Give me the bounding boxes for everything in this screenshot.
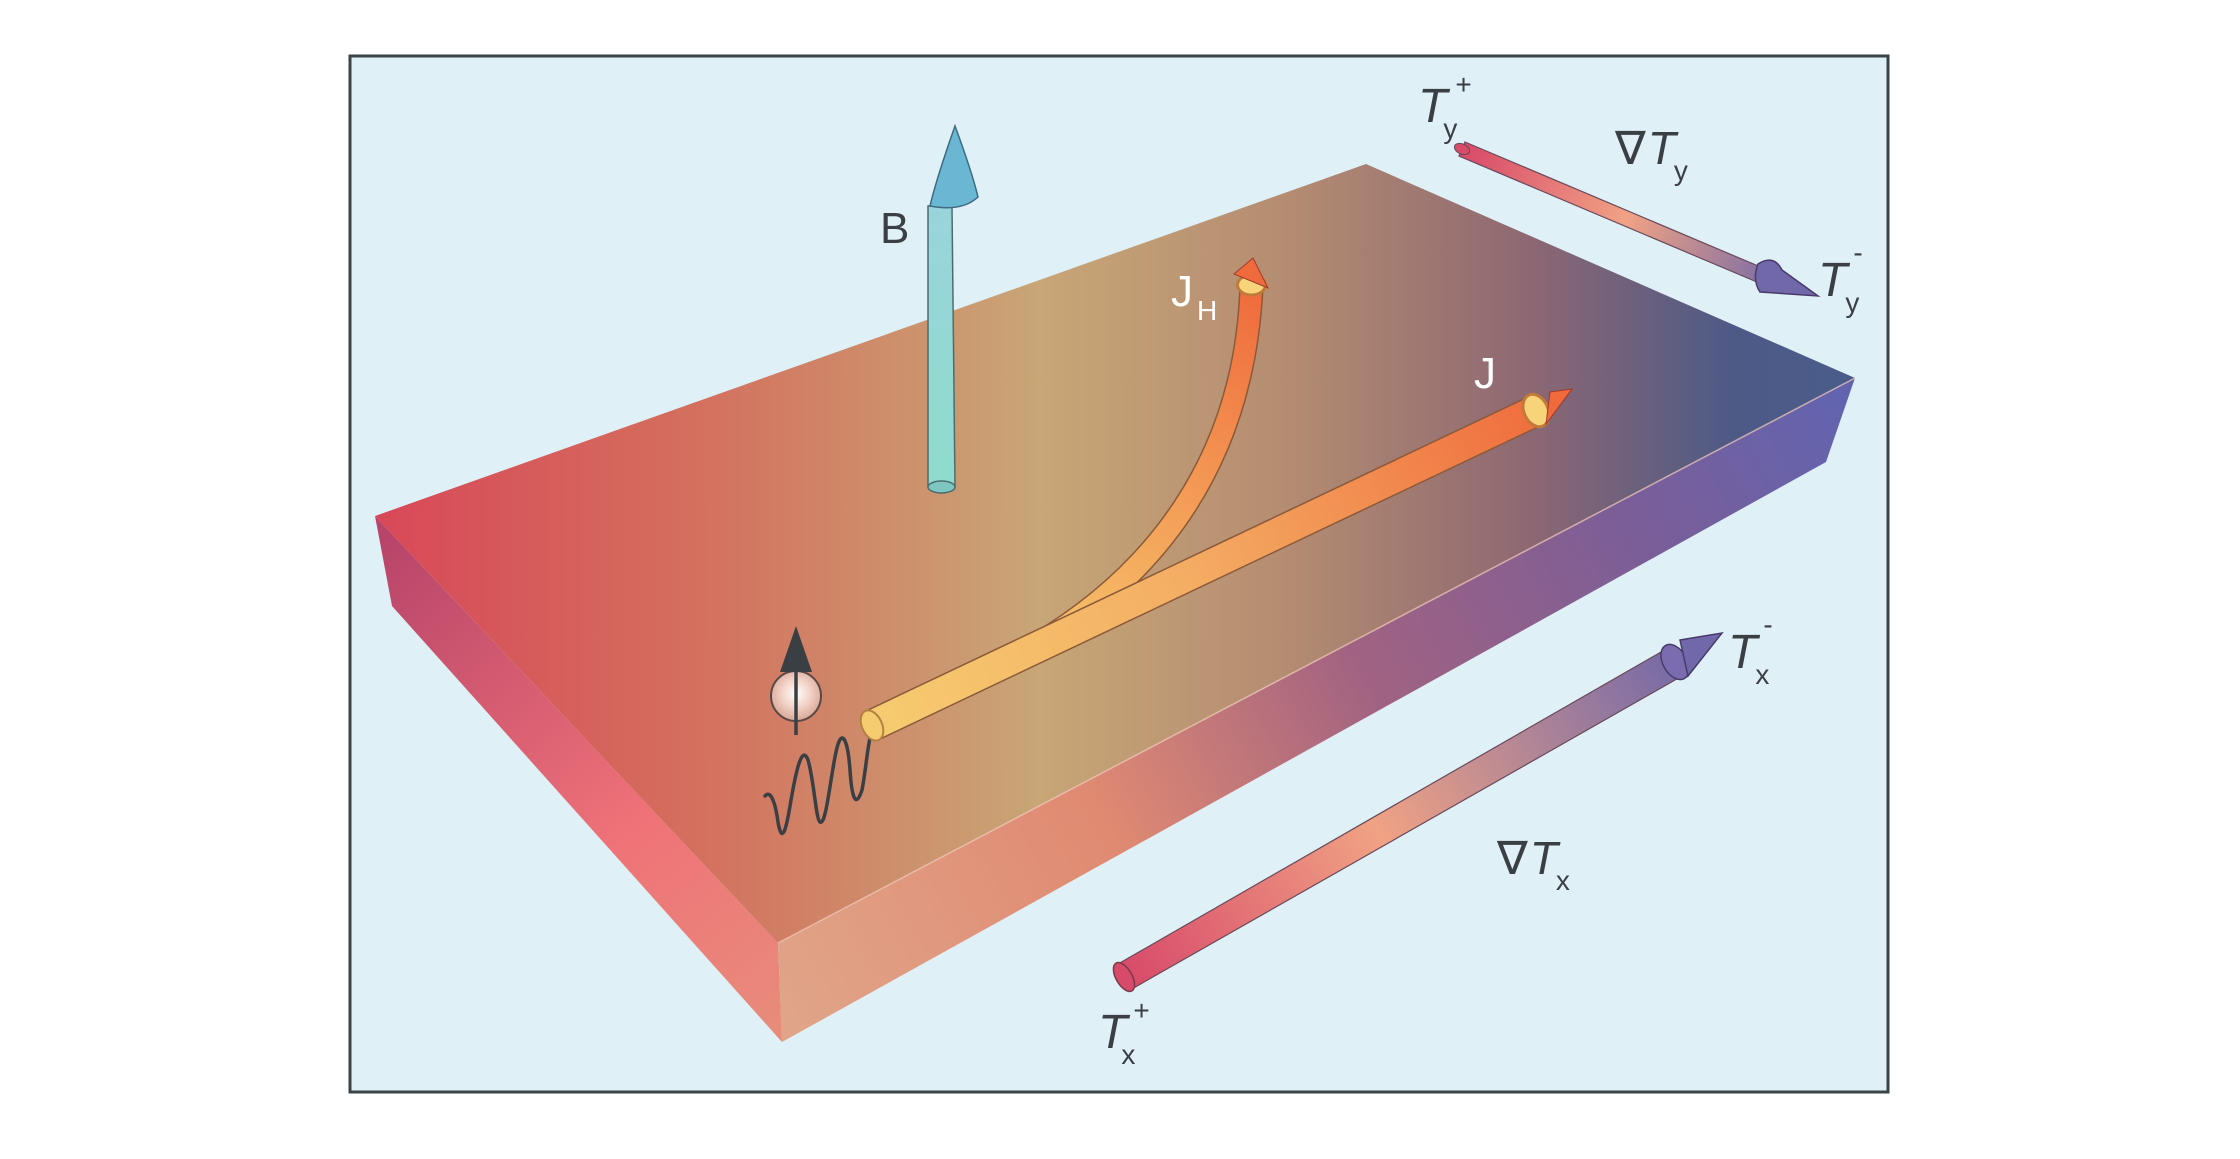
ty-plus-sub: y	[1443, 113, 1457, 144]
thermal-gradient-x-arrow	[1112, 631, 1724, 993]
j-h-label-sub: H	[1197, 295, 1217, 326]
tx-minus-sup: -	[1763, 609, 1772, 640]
tx-minus-main: T	[1728, 626, 1761, 679]
tx-plus-sup: +	[1133, 995, 1149, 1026]
grad-tx-sub: x	[1556, 865, 1570, 896]
tx-minus-sub: x	[1755, 659, 1769, 690]
ty-minus-sub: y	[1845, 287, 1859, 318]
tx-plus-sub: x	[1121, 1039, 1135, 1070]
j-h-label-main: J	[1171, 267, 1193, 316]
tx-plus-label: Tx +	[1098, 995, 1150, 1070]
slab-front-face	[778, 378, 1855, 1042]
magnetic-field-arrow	[927, 123, 979, 494]
ty-plus-label: Ty +	[1418, 69, 1472, 144]
current-arrow	[859, 388, 1574, 742]
grad-ty-sub: y	[1674, 155, 1688, 186]
grad-tx-nabla: ∇	[1496, 832, 1528, 884]
ty-minus-main: T	[1818, 254, 1851, 307]
grad-ty-label: ∇Ty	[1614, 122, 1688, 186]
ty-plus-main: T	[1418, 80, 1451, 133]
ty-minus-label: Ty -	[1818, 237, 1863, 318]
grad-tx-main: T	[1530, 832, 1561, 884]
sample-slab	[375, 164, 1856, 1042]
slab-edge	[777, 377, 1856, 944]
ty-minus-sup: -	[1853, 237, 1862, 268]
spin-particle-icon	[770, 626, 822, 735]
tx-minus-label: Tx -	[1728, 609, 1773, 690]
grad-ty-nabla: ∇	[1614, 122, 1646, 174]
j-label: J	[1474, 349, 1496, 398]
thermal-gradient-y-arrow	[1453, 141, 1821, 297]
ty-plus-sup: +	[1455, 69, 1471, 100]
grad-tx-label: ∇Tx	[1496, 832, 1570, 896]
spin-wave-icon	[763, 728, 874, 836]
b-label: B	[880, 204, 909, 253]
tx-plus-main: T	[1098, 1006, 1131, 1059]
slab-top-face	[375, 164, 1855, 943]
grad-ty-main: T	[1648, 122, 1679, 174]
slab-left-face	[375, 516, 782, 1042]
